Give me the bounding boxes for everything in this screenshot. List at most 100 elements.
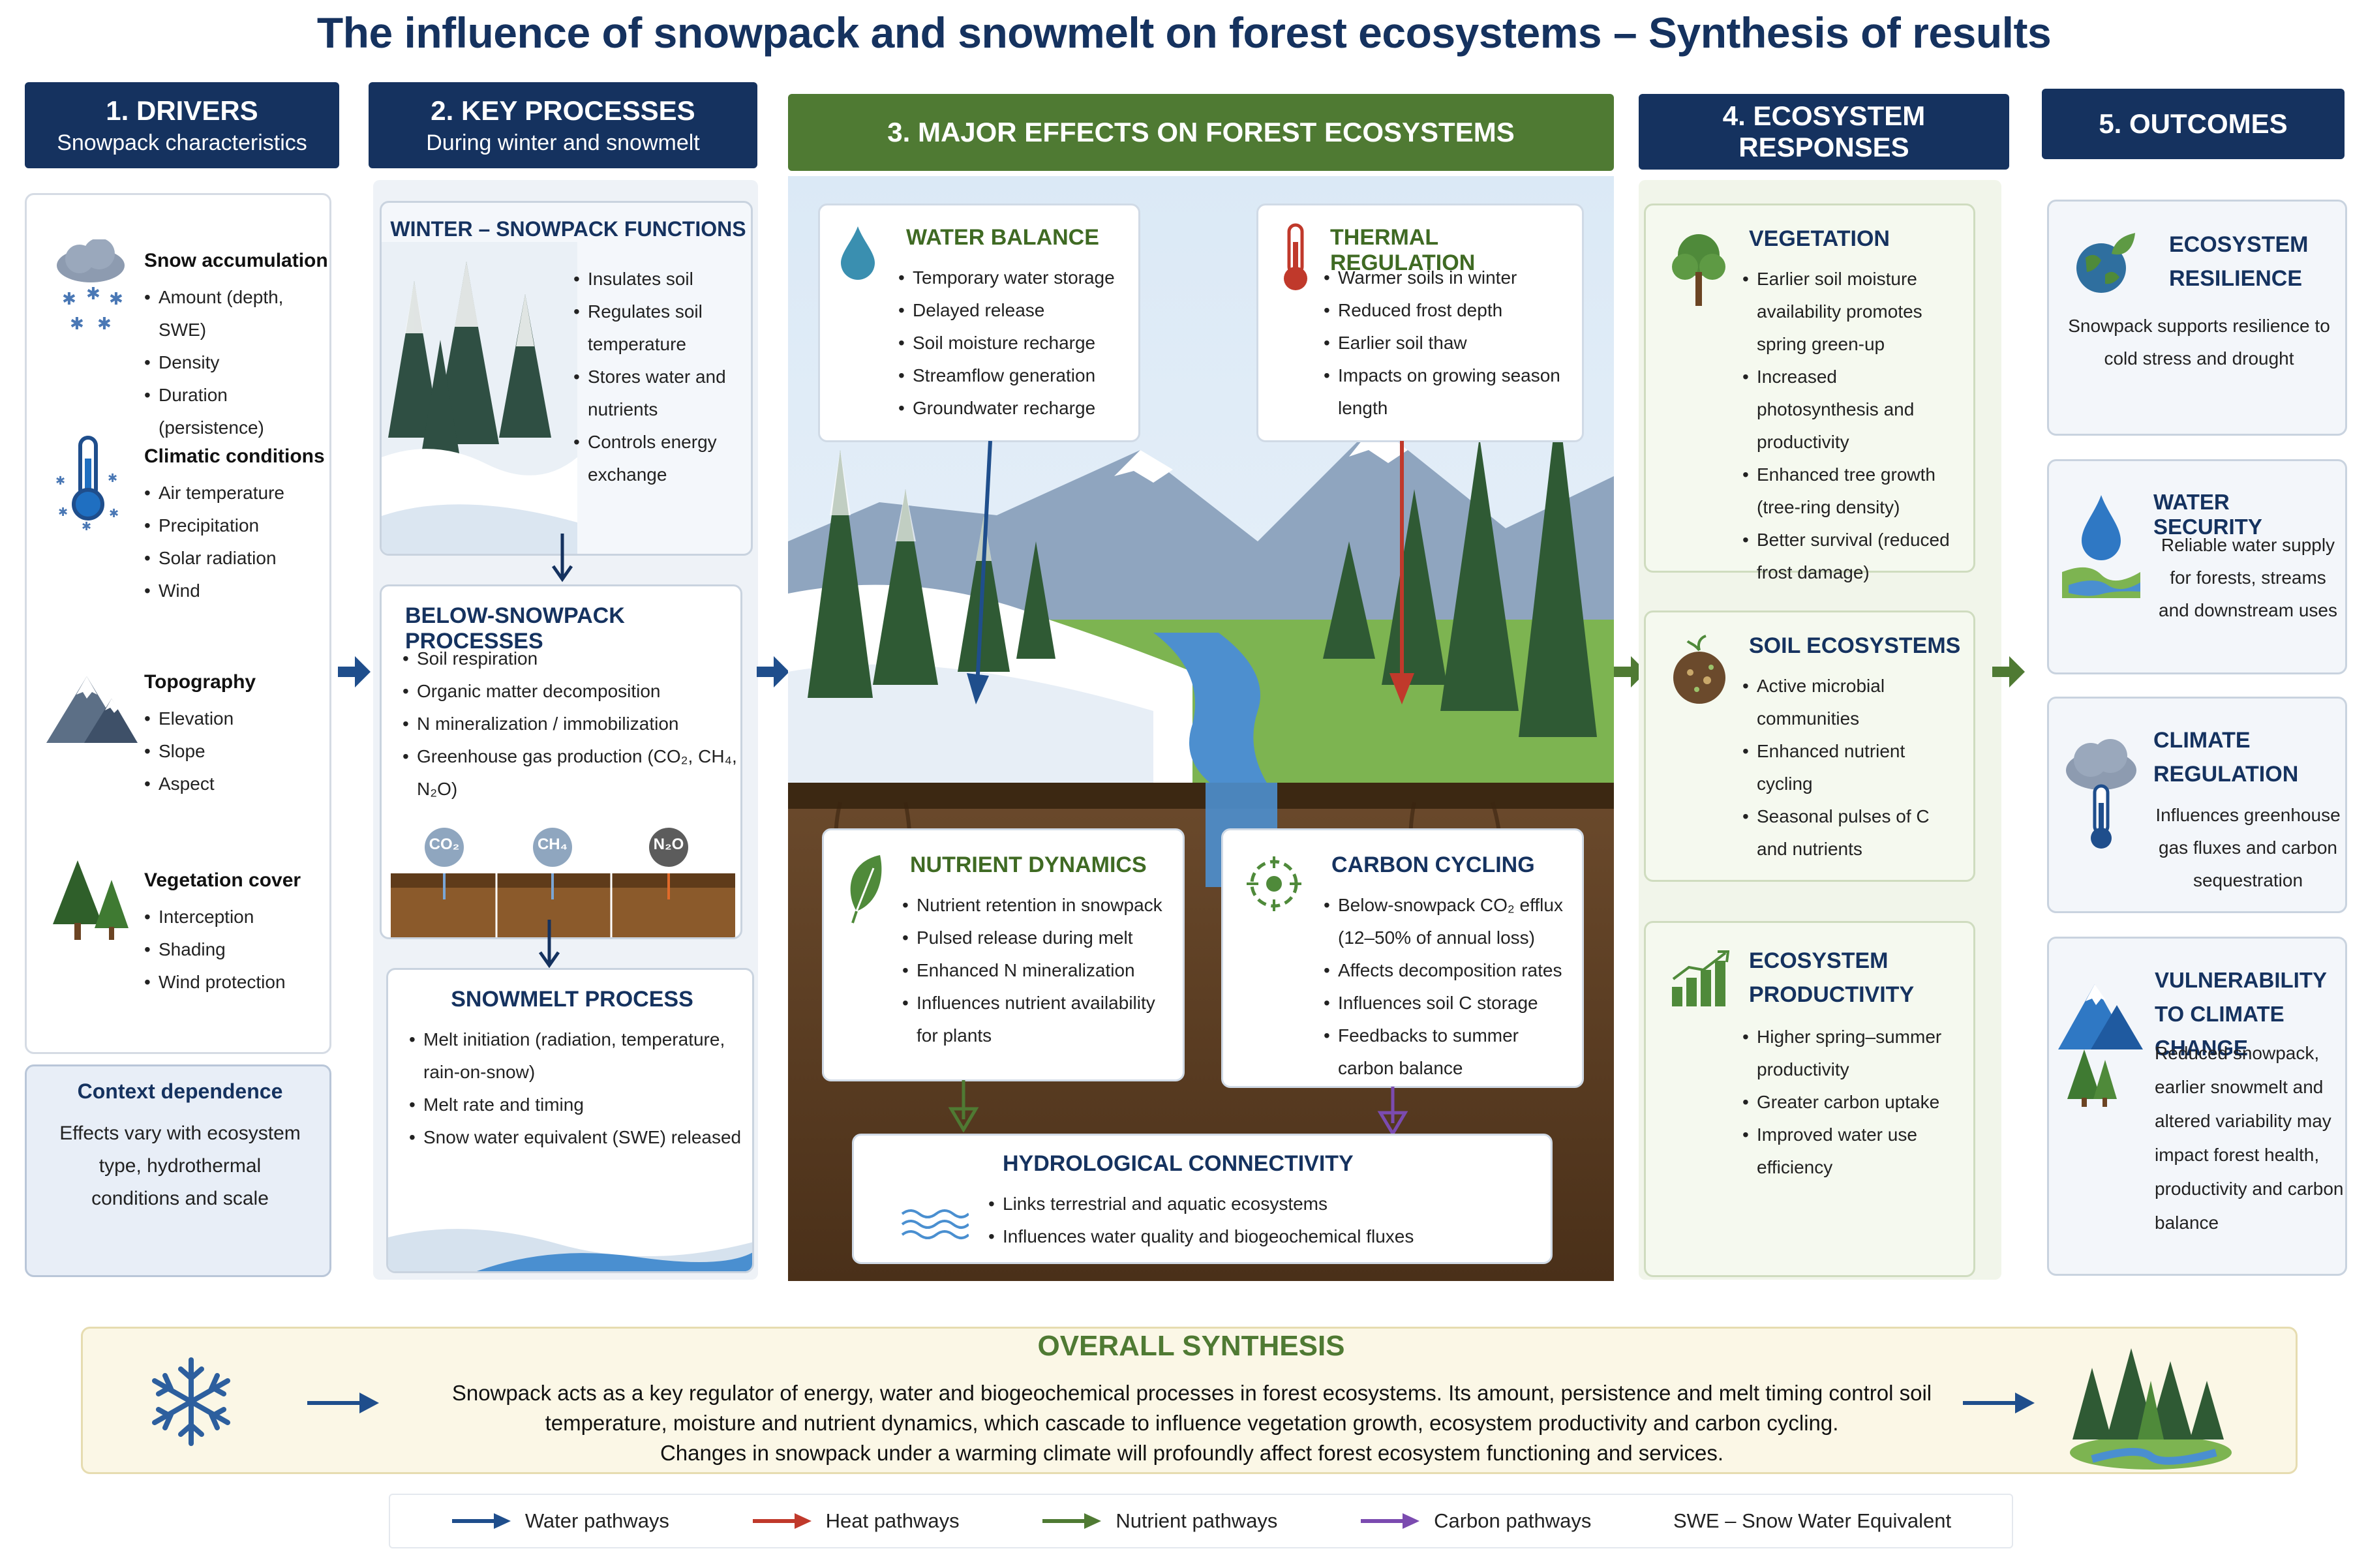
svg-text:✱: ✱ (109, 507, 119, 520)
driver-title: Climatic conditions (144, 445, 325, 467)
svg-text:✱: ✱ (82, 520, 91, 530)
mountain-tree-icon (2058, 971, 2143, 1108)
synthesis-text: Snowpack acts as a key regulator of ener… (409, 1378, 1975, 1468)
list-item: Influences nutrient availability for pla… (900, 987, 1180, 1052)
hydrological-connectivity-items: Links terrestrial and aquatic ecosystems… (986, 1188, 1540, 1253)
response-vegetation-card: VEGETATION Earlier soil moisture availab… (1644, 204, 1975, 582)
carbon-cycling-title: CARBON CYCLING (1331, 852, 1535, 877)
soil-gas-illustration: CO₂ CH₄ N₂O (382, 821, 740, 937)
outcome-title: WATER SECURITY (2153, 490, 2262, 539)
meltwater-stream-illustration (388, 1179, 752, 1271)
legend-label: Nutrient pathways (1116, 1509, 1278, 1532)
list-item: Density (142, 346, 333, 379)
list-item: Reduced frost depth (1321, 294, 1575, 327)
legend-item-nutrient: Nutrient pathways (1041, 1509, 1277, 1533)
waves-icon (901, 1207, 969, 1240)
driver-items: Air temperature Precipitation Solar radi… (142, 477, 284, 607)
legend-label: SWE – Snow Water Equivalent (1673, 1509, 1952, 1532)
list-item: Affects decomposition rates (1321, 954, 1579, 987)
effects-header-title: 3. MAJOR EFFECTS ON FOREST ECOSYSTEMS (887, 117, 1515, 147)
snowmelt-items: Melt initiation (radiation, temperature,… (406, 1023, 746, 1154)
page-title: The influence of snowpack and snowmelt o… (316, 8, 2052, 57)
driver-title: Vegetation cover (144, 869, 301, 891)
water-river-icon (2062, 494, 2140, 598)
water-balance-title: WATER BALANCE (906, 225, 1099, 250)
tree-icon (1669, 230, 1728, 309)
outcome-title: CLIMATE REGULATION (2153, 728, 2299, 787)
list-item: Controls energy exchange (571, 426, 747, 491)
list-item: Precipitation (142, 509, 284, 542)
nutrient-dynamics-title: NUTRIENT DYNAMICS (910, 852, 1147, 877)
forest-river-icon (2066, 1342, 2236, 1472)
soil-icon (1668, 635, 1731, 706)
list-item: Active microbial communities (1740, 670, 1962, 735)
list-item: Influences water quality and biogeochemi… (986, 1220, 1540, 1253)
legend-item-carbon: Carbon pathways (1359, 1509, 1591, 1533)
list-item: Better survival (reduced frost damage) (1740, 524, 1955, 589)
snowmelt-panel: SNOWMELT PROCESS Melt initiation (radiat… (386, 968, 754, 1273)
outcome-climate-regulation-card: CLIMATE REGULATION Influences greenhouse… (2047, 697, 2347, 913)
list-item: Earlier soil thaw (1321, 327, 1575, 359)
thermal-regulation-items: Warmer soils in winter Reduced frost dep… (1321, 262, 1575, 425)
responses-header-title: 4. ECOSYSTEM RESPONSES (1722, 100, 1926, 162)
responses-header: 4. ECOSYSTEM RESPONSES (1639, 94, 2009, 170)
response-items: Active microbial communities Enhanced nu… (1740, 670, 1962, 866)
list-item: Solar radiation (142, 542, 284, 575)
outcome-text: Reduced snowpack, earlier snowmelt and a… (2155, 1043, 2344, 1233)
driver-items: Amount (depth, SWE) Density Duration (pe… (142, 281, 333, 444)
carbon-cycling-items: Below-snowpack CO₂ efflux (12–50% of ann… (1321, 889, 1579, 1085)
water-pathway-arrow (964, 441, 1003, 708)
trees-icon (49, 860, 134, 945)
snow-cloud-icon: ✱✱✱ ✱✱ (50, 239, 135, 337)
list-item: Earlier soil moisture availability promo… (1740, 263, 1955, 361)
outcome-vulnerability-card: VULNERABILITY TO CLIMATE CHANGE Reduced … (2047, 937, 2347, 1276)
list-item: Enhanced nutrient cycling (1740, 735, 1962, 800)
list-item: Below-snowpack CO₂ efflux (12–50% of ann… (1321, 889, 1579, 954)
list-item: Elevation (142, 702, 234, 735)
winter-title: WINTER – SNOWPACK FUNCTIONS (390, 217, 746, 241)
flow-arrow (754, 652, 792, 691)
down-arrow (549, 534, 575, 586)
legend-label: Water pathways (524, 1509, 669, 1532)
mountain-icon (46, 670, 138, 748)
list-item: Amount (depth, SWE) (142, 281, 333, 346)
water-pathway-swatch (451, 1513, 511, 1529)
response-items: Higher spring–summer productivity Greate… (1740, 1021, 1962, 1184)
list-item: Higher spring–summer productivity (1740, 1021, 1962, 1086)
response-title: SOIL ECOSYSTEMS (1749, 633, 1961, 658)
carbon-pathway-swatch (1361, 1513, 1420, 1529)
list-item: N mineralization / immobilization (400, 708, 739, 740)
driver-items: Elevation Slope Aspect (142, 702, 234, 800)
driver-topography: Topography Elevation Slope Aspect (27, 661, 333, 811)
list-item: Snow water equivalent (SWE) released (406, 1121, 746, 1154)
winter-items: Insulates soil Regulates soil temperatur… (571, 263, 747, 491)
context-dependence-box: Context dependence Effects vary with eco… (25, 1064, 331, 1277)
thermometer-icon (1278, 222, 1313, 294)
list-item: Increased photosynthesis and productivit… (1740, 361, 1955, 459)
list-item: Regulates soil temperature (571, 295, 747, 361)
response-soil-card: SOIL ECOSYSTEMS Active microbial communi… (1644, 611, 1975, 882)
legend: Water pathways Heat pathways Nutrient pa… (389, 1494, 2013, 1548)
response-items: Earlier soil moisture availability promo… (1740, 263, 1955, 589)
list-item: Melt initiation (radiation, temperature,… (406, 1023, 746, 1089)
legend-label: Heat pathways (825, 1509, 960, 1532)
synthesis-arrow-right (1963, 1390, 2037, 1416)
gas-label-co2: CO₂ (429, 836, 460, 853)
list-item: Nutrient retention in snowpack (900, 889, 1180, 922)
context-text: Effects vary with ecosystem type, hydrot… (59, 1123, 301, 1209)
synthesis-line: Snowpack acts as a key regulator of ener… (451, 1381, 1932, 1405)
list-item: Soil moisture recharge (896, 327, 1115, 359)
list-item: Insulates soil (571, 263, 747, 295)
growth-chart-icon (1669, 950, 1729, 1008)
list-item: Delayed release (896, 294, 1115, 327)
outcome-title: ECOSYSTEM RESILIENCE (2169, 232, 2309, 291)
list-item: Streamflow generation (896, 359, 1115, 392)
list-item: Warmer soils in winter (1321, 262, 1575, 294)
list-item: Improved water use efficiency (1740, 1119, 1962, 1184)
svg-text:✱: ✱ (55, 474, 65, 488)
svg-text:✱: ✱ (108, 472, 117, 485)
processes-header-title: 2. KEY PROCESSES (431, 95, 695, 126)
list-item: Wind protection (142, 966, 286, 999)
context-title: Context dependence (77, 1079, 283, 1103)
synthesis-title: OVERALL SYNTHESIS (1037, 1330, 1345, 1362)
